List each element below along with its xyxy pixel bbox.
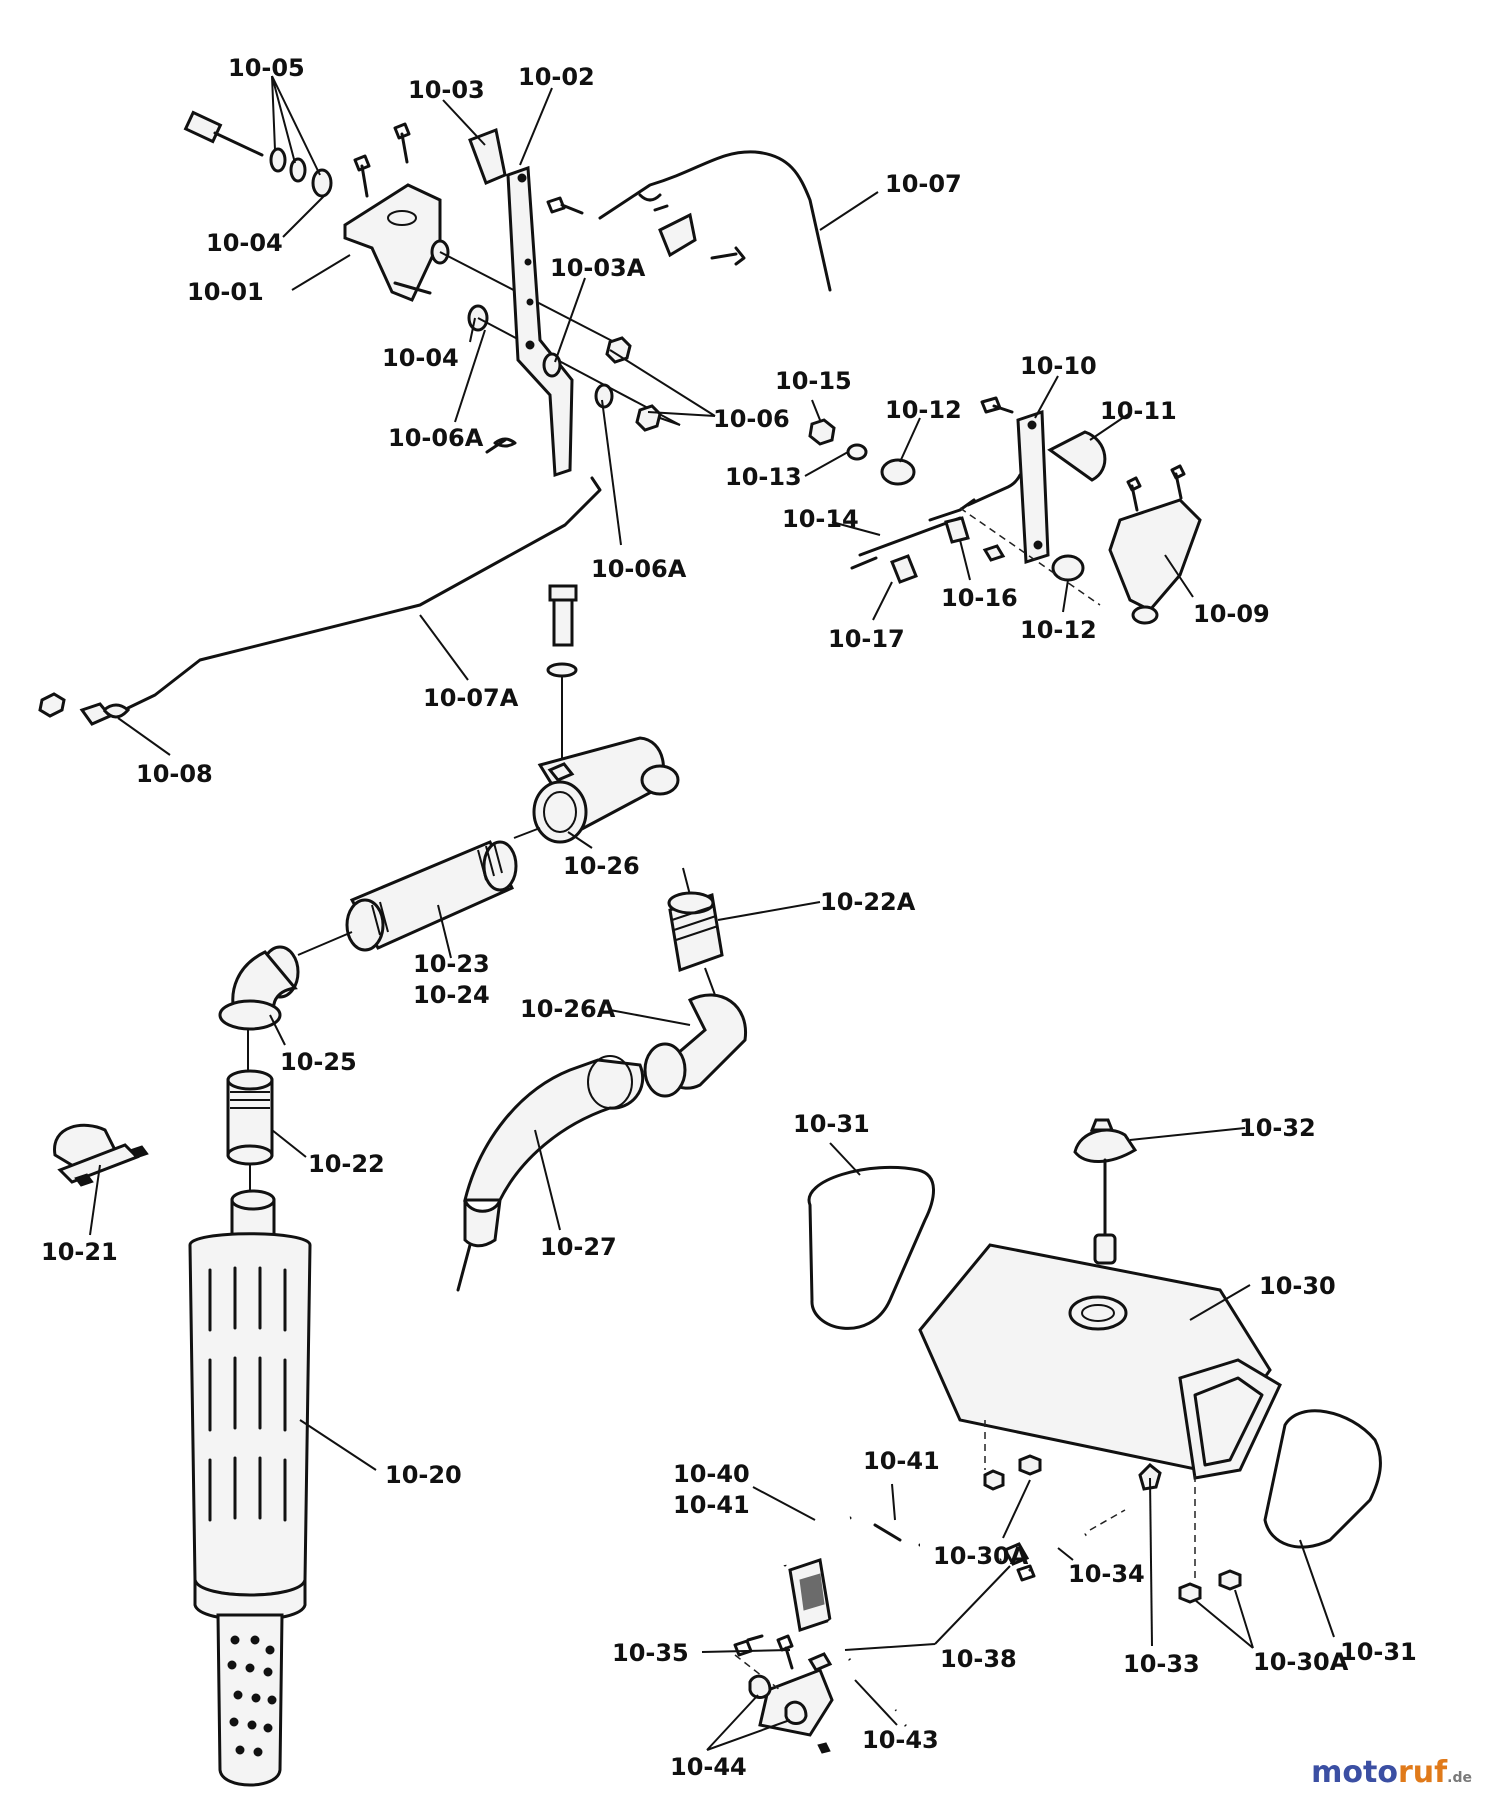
callout-10-12-upper: 10-12 — [885, 396, 962, 424]
callout-10-40: 10-40 — [673, 1460, 750, 1488]
callout-10-01: 10-01 — [187, 278, 264, 306]
gasket-10-31-right-drawing — [1263, 1409, 1382, 1549]
callout-10-21: 10-21 — [41, 1238, 118, 1266]
callout-10-33: 10-33 — [1123, 1650, 1200, 1678]
throttle-control-assembly — [808, 396, 1202, 625]
callout-10-31-lower: 10-31 — [1340, 1638, 1417, 1666]
elbow-10-25-drawing — [218, 945, 300, 1031]
callout-10-03A: 10-03A — [550, 254, 646, 282]
callout-10-20: 10-20 — [385, 1461, 462, 1489]
callout-10-06: 10-06 — [713, 405, 790, 433]
leader-lines — [89, 75, 1335, 1751]
callout-10-30A-upper: 10-30A — [933, 1542, 1029, 1570]
knob-10-11-drawing — [1047, 430, 1107, 482]
gasket-10-31-left-drawing — [807, 1165, 935, 1330]
bracket-10-01-drawing — [343, 183, 442, 302]
callout-10-11: 10-11 — [1100, 397, 1177, 425]
fuel-tank-assembly — [733, 1118, 1382, 1754]
muffler-10-20-drawing — [188, 1189, 312, 1787]
callout-10-07: 10-07 — [885, 170, 962, 198]
fuel-pump-10-35-drawing — [788, 1558, 832, 1632]
coupling-10-22A-drawing — [667, 891, 724, 973]
callout-10-15: 10-15 — [775, 367, 852, 395]
cable-10-07-drawing — [598, 150, 832, 292]
callout-10-25: 10-25 — [280, 1048, 357, 1076]
knob-10-03-drawing — [468, 127, 507, 185]
callout-10-35: 10-35 — [612, 1639, 689, 1667]
callout-10-30: 10-30 — [1259, 1272, 1336, 1300]
callout-10-41-right: 10-41 — [863, 1447, 940, 1475]
callout-10-22A: 10-22A — [820, 888, 916, 916]
callout-10-32: 10-32 — [1239, 1114, 1316, 1142]
coupling-10-22-drawing — [226, 1069, 274, 1166]
bracket-10-09-drawing — [1108, 498, 1202, 612]
callout-10-31-upper: 10-31 — [793, 1110, 870, 1138]
callout-10-30A-lower: 10-30A — [1253, 1648, 1349, 1676]
swivel-10-08-drawing — [38, 692, 131, 726]
callout-10-16: 10-16 — [941, 584, 1018, 612]
callout-10-07A: 10-07A — [423, 684, 519, 712]
throttle-lever-assembly — [38, 110, 832, 726]
callout-10-24: 10-24 — [413, 981, 490, 1009]
callout-10-27: 10-27 — [540, 1233, 617, 1261]
callout-10-08: 10-08 — [136, 760, 213, 788]
callout-10-41-left: 10-41 — [673, 1491, 750, 1519]
callout-labels: 10-05 10-03 10-02 10-07 10-04 10-01 10-0… — [41, 54, 1417, 1781]
callout-10-02: 10-02 — [518, 63, 595, 91]
callout-10-38: 10-38 — [940, 1645, 1017, 1673]
callout-10-05: 10-05 — [228, 54, 305, 82]
callout-10-26: 10-26 — [563, 852, 640, 880]
callout-10-17: 10-17 — [828, 625, 905, 653]
callout-10-04-upper: 10-04 — [206, 229, 283, 257]
extension-pipe-assembly — [456, 867, 748, 1292]
rod-10-07A-drawing — [126, 476, 602, 710]
callout-10-26A: 10-26A — [520, 995, 616, 1023]
lever-10-02-drawing — [506, 165, 574, 478]
watermark-part3: .de — [1447, 1770, 1472, 1786]
callout-10-06A-left: 10-06A — [388, 424, 484, 452]
bolt-10-05-drawing — [183, 110, 333, 198]
clamp-10-21-drawing — [53, 1123, 149, 1187]
pipe-10-27-drawing — [456, 1055, 645, 1292]
fuel-tank-10-30-drawing — [918, 1243, 1282, 1480]
manifold-elbow-10-26-drawing — [532, 736, 680, 844]
callout-10-03: 10-03 — [408, 76, 485, 104]
callout-10-04-lower: 10-04 — [382, 344, 459, 372]
callout-10-34: 10-34 — [1068, 1560, 1145, 1588]
callout-10-22: 10-22 — [308, 1150, 385, 1178]
exhaust-assembly — [53, 584, 680, 1787]
fuel-cap-10-32-drawing — [1073, 1118, 1138, 1265]
callout-10-10: 10-10 — [1020, 352, 1097, 380]
callout-10-14: 10-14 — [782, 505, 859, 533]
pipe-nipple-10-23-drawing — [345, 840, 518, 952]
watermark-part2: ruf — [1397, 1755, 1448, 1790]
callout-10-13: 10-13 — [725, 463, 802, 491]
lever-10-10-drawing — [1016, 409, 1050, 565]
elbow-10-26A-drawing — [643, 993, 748, 1098]
callout-10-09: 10-09 — [1193, 600, 1270, 628]
watermark-logo: motoruf.de — [1311, 1755, 1472, 1790]
callout-10-06A-right: 10-06A — [591, 555, 687, 583]
callout-10-43: 10-43 — [862, 1726, 939, 1754]
callout-10-23: 10-23 — [413, 950, 490, 978]
watermark-part1: moto — [1311, 1755, 1398, 1790]
callout-10-12-lower: 10-12 — [1020, 616, 1097, 644]
callout-10-44: 10-44 — [670, 1753, 747, 1781]
